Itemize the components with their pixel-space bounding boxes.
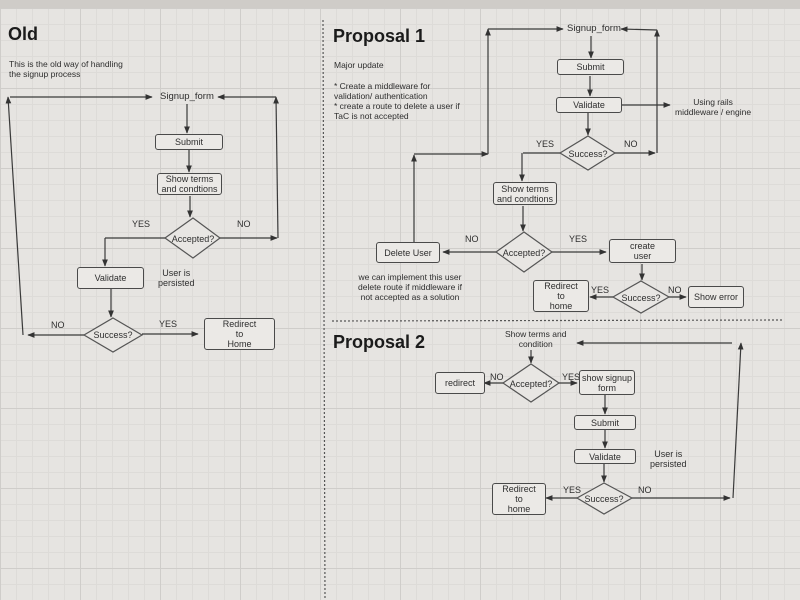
old-submit-node: Submit [155, 134, 223, 150]
divider-horizontal [331, 319, 783, 322]
p1-show-error-node: Show error [688, 286, 744, 308]
old-description: This is the old way of handling the sign… [9, 59, 123, 79]
proposal2-section-title: Proposal 2 [333, 332, 426, 352]
p1-no-success-label: NO [624, 139, 638, 149]
p2-user-persisted-note: User is persisted [650, 449, 687, 469]
p2-redirect-node: redirect [435, 372, 485, 394]
p1-rails-middleware-note: Using rails middleware / engine [675, 97, 752, 117]
p2-success-diamond [575, 482, 634, 515]
old-no-success-label: NO [51, 320, 65, 330]
p1-accepted-label: Accepted? [502, 248, 546, 258]
p2-no-accept-label: NO [490, 372, 504, 382]
old-signup-form-node: Signup_form [160, 91, 214, 102]
p2-submit-node: Submit [574, 415, 636, 430]
old-accepted-diamond [163, 217, 222, 259]
p2-accepted-label: Accepted? [509, 379, 553, 389]
p1-delete-route-note: we can implement this user delete route … [358, 272, 462, 302]
p1-no-accept-label: NO [465, 234, 479, 244]
p1-yes-success-label: YES [536, 139, 555, 149]
p1-no-success2-label: NO [668, 285, 682, 295]
p1-submit-node: Submit [557, 59, 624, 75]
old-redirect-home-node: Redirect to Home [204, 318, 275, 350]
p2-success-label: Success? [584, 494, 624, 504]
p1-yes-accept-label: YES [569, 234, 588, 244]
p1-success2-diamond [611, 280, 671, 314]
p2-show-signup-form-node: show signup form [579, 370, 635, 395]
old-yes-success-label: YES [159, 319, 178, 329]
p2-no-success-label: NO [638, 485, 652, 495]
p1-delete-user-node: Delete User [376, 242, 440, 263]
proposal1-description: * Create a middleware for validation/ au… [334, 81, 460, 121]
p1-create-user-node: create user [609, 239, 676, 263]
p2-validate-node: Validate [574, 449, 636, 464]
old-yes-accept-label: YES [132, 219, 151, 229]
p2-yes-success-label: YES [563, 485, 582, 495]
p1-success-label: Success? [568, 149, 608, 159]
old-success-label: Success? [93, 330, 133, 340]
old-user-persisted-note: User is persisted [158, 268, 195, 288]
old-show-terms-node: Show terms and condtions [157, 173, 222, 195]
old-no-accept-label: NO [237, 219, 251, 229]
divider-vertical [322, 19, 326, 600]
p1-redirect-home-node: Redirect to home [533, 280, 589, 312]
screen-top-bezel [0, 0, 800, 10]
p1-show-terms-node: Show terms and condtions [493, 182, 557, 205]
p2-show-terms-node: Show terms and condition [505, 329, 567, 349]
old-accepted-label: Accepted? [171, 234, 215, 244]
proposal1-section-title: Proposal 1 [333, 26, 426, 46]
p1-yes-success2-label: YES [591, 285, 610, 295]
p1-signup-form-node: Signup_form [567, 23, 621, 34]
old-section-title: Old [8, 24, 38, 44]
p1-success2-label: Success? [621, 293, 661, 303]
proposal1-subtitle: Major update [334, 60, 384, 70]
p1-accepted-diamond [494, 231, 554, 273]
p1-success-diamond [558, 135, 617, 171]
p2-redirect-home-node: Redirect to home [492, 483, 546, 515]
p2-accepted-diamond [501, 363, 561, 403]
old-success-diamond [82, 317, 144, 353]
old-validate-node: Validate [77, 267, 144, 289]
p1-validate-node: Validate [556, 97, 622, 113]
p2-yes-accept-label: YES [562, 372, 581, 382]
